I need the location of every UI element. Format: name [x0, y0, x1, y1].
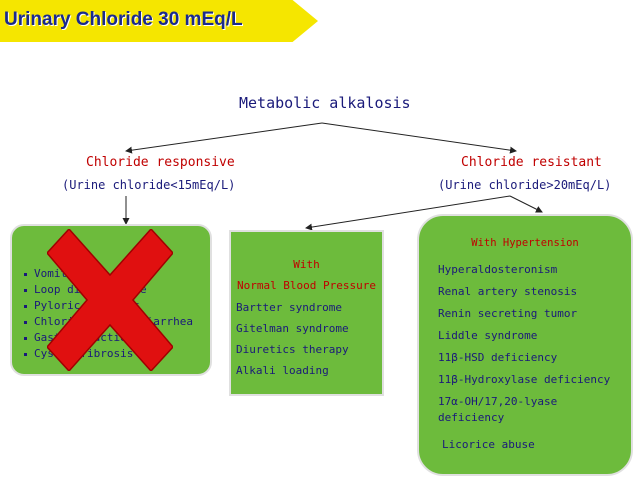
hypertensive-causes-box: With Hypertension Hyperaldosteronism Ren… — [417, 214, 633, 476]
list-item: 11β-Hydroxylase deficiency — [438, 373, 611, 386]
arrow-root-to-resistant — [321, 122, 517, 154]
list-item: Gitelman syndrome — [236, 322, 349, 335]
list-item: Hyperaldosteronism — [438, 263, 558, 276]
list-item: Liddle syndrome — [438, 329, 538, 342]
arrow-resistant-to-hypertensive — [509, 195, 543, 213]
normotensive-causes-list: Bartter syndrome Gitelman syndrome Diure… — [236, 297, 349, 381]
resistant-branch-title: Chloride resistant — [461, 155, 602, 170]
hypertensive-heading: With Hypertension — [471, 237, 579, 249]
arrow-resistant-to-normotensive — [305, 195, 511, 231]
list-item: 17α-OH/17,20-lyase deficiency — [438, 395, 558, 424]
list-item: Alkali loading — [236, 364, 329, 377]
responsive-branch-subtitle: (Urine chloride<15mEq/L) — [62, 178, 236, 192]
list-item: Bartter syndrome — [236, 301, 342, 314]
root-node-label: Metabolic alkalosis — [239, 94, 411, 112]
red-x-icon — [47, 229, 173, 371]
normotensive-heading-line2: Normal Blood Pressure — [236, 279, 377, 292]
resistant-branch-subtitle: (Urine chloride>20mEq/L) — [438, 178, 612, 192]
slide-title: Urinary Chloride 30 mEq/L — [4, 9, 243, 30]
hypertensive-causes-list: Hyperaldosteronism Renal artery stenosis… — [438, 259, 610, 456]
arrow-root-to-responsive — [125, 122, 323, 154]
list-item: Licorice abuse — [442, 438, 535, 451]
title-banner — [0, 0, 318, 42]
responsive-branch-title: Chloride responsive — [86, 155, 235, 170]
normotensive-heading-line1: With — [293, 258, 320, 271]
normotensive-causes-box: With Normal Blood Pressure Bartter syndr… — [229, 230, 384, 396]
list-item: Renal artery stenosis — [438, 285, 578, 298]
list-item: Diuretics therapy — [236, 343, 349, 356]
list-item: 11β-HSD deficiency — [438, 351, 558, 364]
list-item: Renin secreting tumor — [438, 307, 578, 320]
